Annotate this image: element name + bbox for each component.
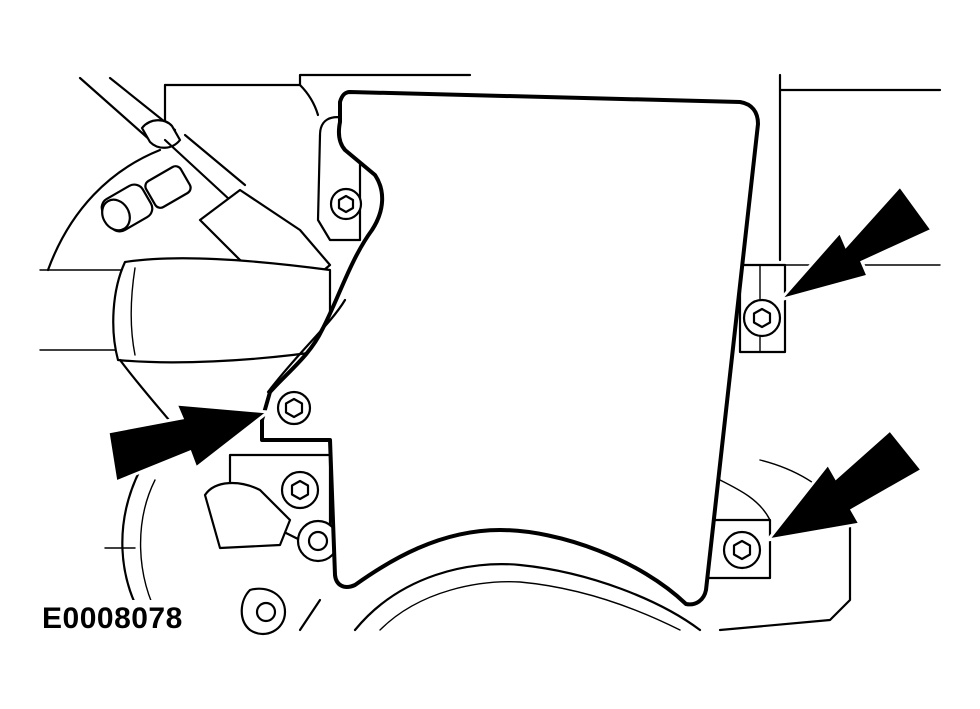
callout-arrow-lower-right: [764, 427, 925, 543]
lower-right-bracket: [703, 518, 772, 580]
cover-bolt-left: [276, 390, 312, 426]
crank-pulley: [353, 563, 702, 632]
callout-arrows: [106, 183, 935, 543]
figure-id-label: E0008078: [40, 600, 187, 638]
callout-arrow-upper-right: [775, 183, 935, 303]
hose-assembly: [78, 76, 332, 462]
lower-left-bracket: [203, 438, 340, 636]
callout-arrow-left: [106, 402, 272, 485]
right-bracket: [738, 263, 787, 354]
timing-cover: [260, 90, 760, 607]
